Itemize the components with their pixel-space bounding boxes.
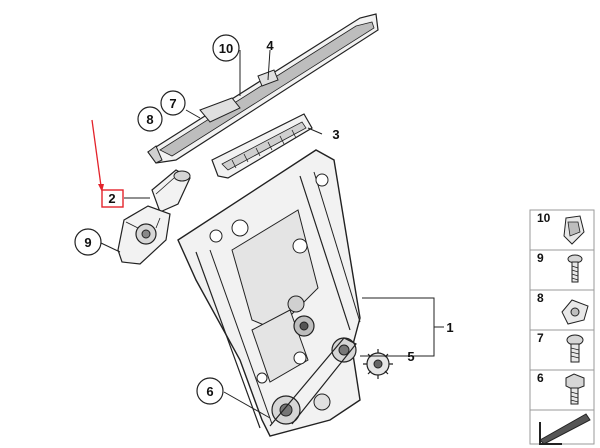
brush-strip-part-3 — [211, 113, 313, 179]
callout-5[interactable]: 5 — [407, 349, 414, 364]
motor-part-2 — [151, 169, 191, 213]
svg-text:8: 8 — [146, 112, 153, 127]
panel-item-8[interactable]: 8 — [537, 291, 589, 325]
svg-text:9: 9 — [537, 251, 544, 265]
regulator-frame-part-1 — [177, 149, 361, 437]
svg-text:8: 8 — [537, 291, 544, 305]
svg-text:9: 9 — [84, 235, 91, 250]
callout-7[interactable]: 7 — [160, 90, 186, 116]
callout-8[interactable]: 8 — [137, 106, 163, 132]
callout-9[interactable]: 9 — [74, 228, 102, 256]
svg-text:6: 6 — [206, 384, 213, 399]
callout-4[interactable]: 4 — [266, 38, 274, 53]
leader-lines — [100, 49, 444, 419]
panel-item-9[interactable]: 9 — [537, 251, 583, 283]
svg-text:10: 10 — [219, 41, 233, 56]
callout-1[interactable]: 1 — [446, 320, 453, 335]
svg-text:6: 6 — [537, 371, 544, 385]
panel-item-10[interactable]: 10 — [537, 211, 585, 245]
fastener-panel: 10 9 8 7 6 — [529, 209, 595, 445]
svg-text:2: 2 — [108, 191, 115, 206]
svg-text:4: 4 — [266, 38, 274, 53]
svg-text:7: 7 — [169, 96, 176, 111]
callout-2-highlighted[interactable]: 2 — [101, 189, 124, 208]
svg-text:7: 7 — [537, 331, 544, 345]
arrow-icon[interactable] — [539, 413, 591, 445]
callout-3[interactable]: 3 — [332, 127, 339, 142]
callout-6[interactable]: 6 — [196, 377, 224, 405]
motor-bracket-part-9 — [117, 205, 171, 265]
sprocket-part-5 — [363, 349, 393, 379]
svg-text:10: 10 — [537, 211, 551, 225]
panel-item-6[interactable]: 6 — [537, 371, 585, 405]
panel-item-7[interactable]: 7 — [537, 331, 584, 363]
guide-rail-part-4 — [147, 13, 379, 164]
svg-text:1: 1 — [446, 320, 453, 335]
callout-10[interactable]: 10 — [212, 34, 240, 62]
svg-text:3: 3 — [332, 127, 339, 142]
svg-text:5: 5 — [407, 349, 414, 364]
highlight-arrow-icon — [91, 119, 104, 192]
